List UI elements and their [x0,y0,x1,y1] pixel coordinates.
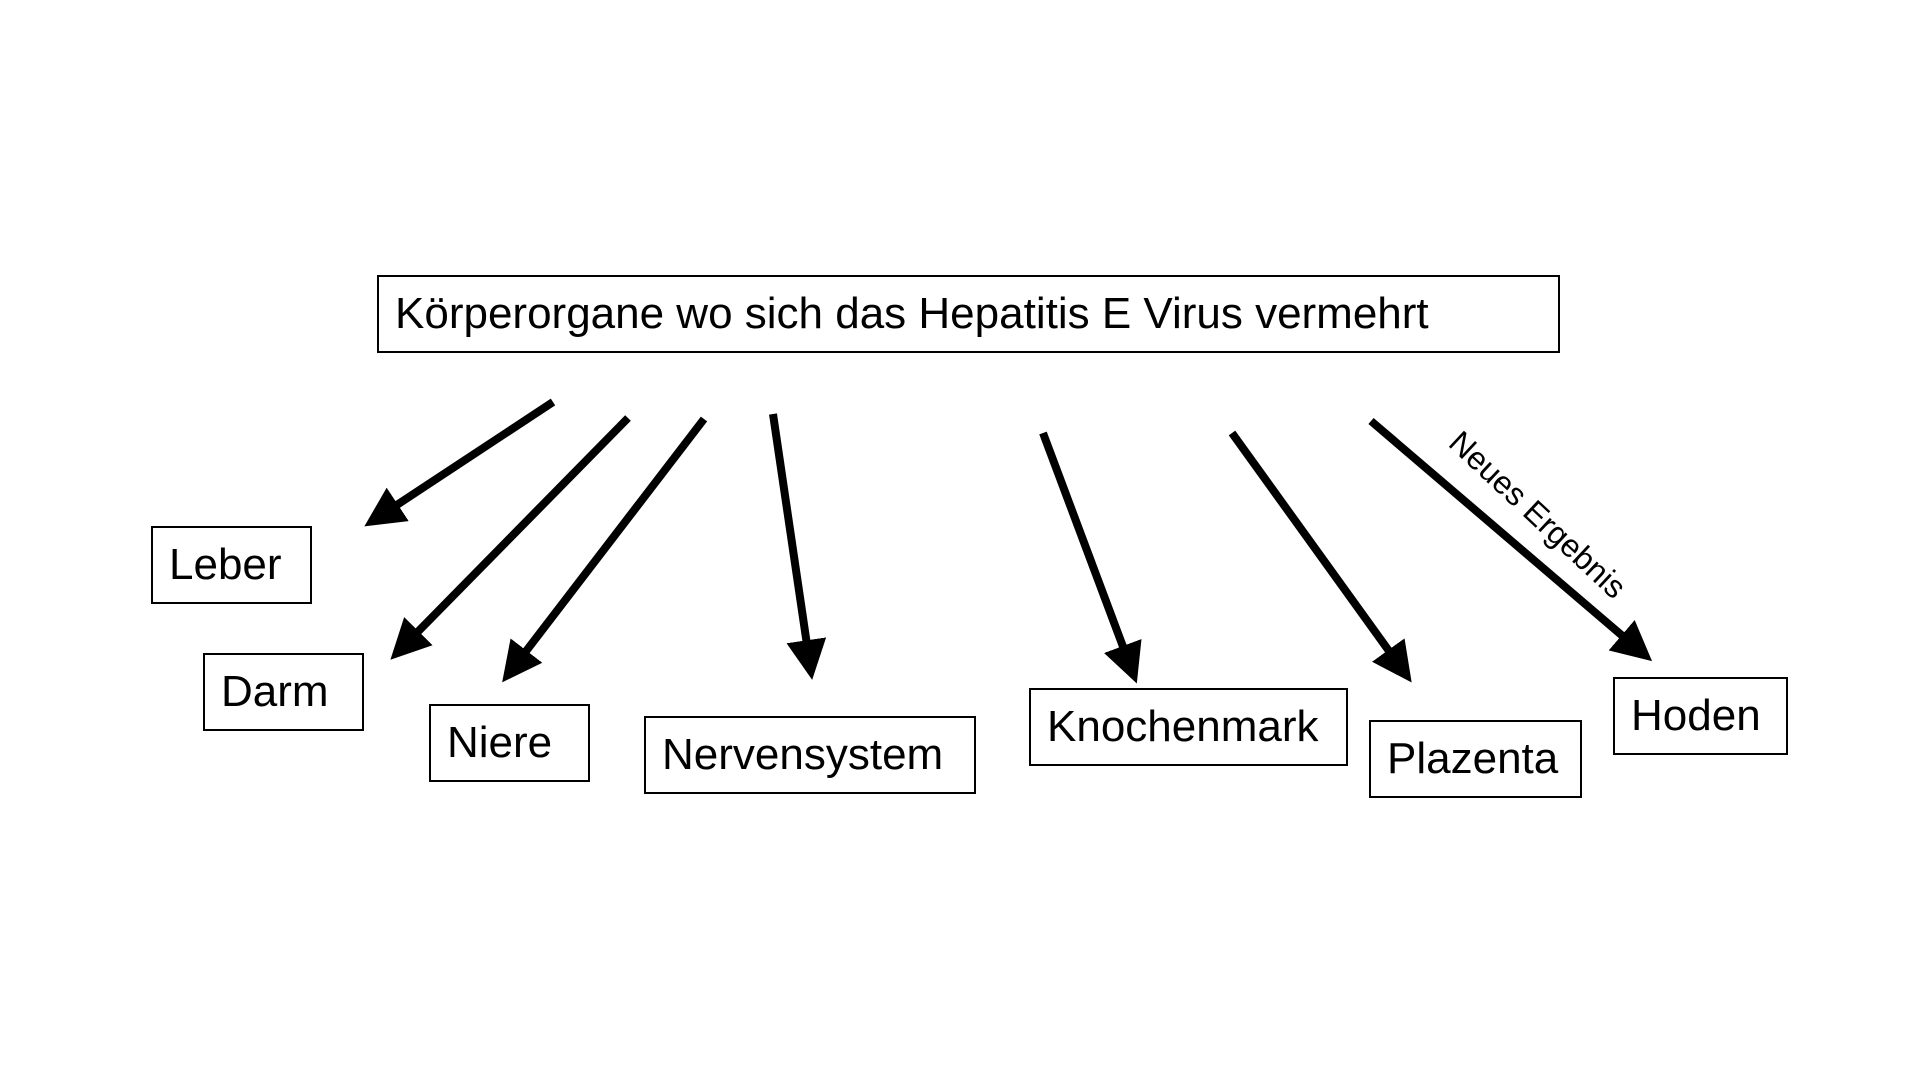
arrow-to-plazenta [1228,430,1412,683]
arrow-to-hoden [1368,417,1653,662]
arrow-to-darm [390,415,631,660]
organ-box-plazenta: Plazenta [1369,720,1582,798]
organ-label-plazenta: Plazenta [1387,734,1559,783]
arrow-to-leber [364,398,556,527]
root-label: Körperorgane wo sich das Hepatitis E Vir… [395,289,1429,338]
arrow-to-niere [502,416,708,683]
organ-label-knochenmark: Knochenmark [1047,702,1319,751]
organ-box-knochenmark: Knochenmark [1029,688,1348,766]
organ-box-leber: Leber [151,526,312,604]
root-box: Körperorgane wo sich das Hepatitis E Vir… [377,275,1560,353]
organ-label-darm: Darm [221,667,329,716]
edge-label-hoden: Neues Ergebnis [1442,424,1633,606]
organ-box-hoden: Hoden [1613,677,1788,755]
organ-label-hoden: Hoden [1631,691,1761,740]
organ-label-leber: Leber [169,540,282,589]
organ-box-niere: Niere [429,704,590,782]
organ-label-nervensystem: Nervensystem [662,730,944,779]
arrow-to-nervensystem [769,413,827,680]
arrow-to-knochenmark [1039,431,1142,684]
organ-box-darm: Darm [203,653,364,731]
organ-box-nervensystem: Nervensystem [644,716,976,794]
organ-label-niere: Niere [447,718,553,767]
